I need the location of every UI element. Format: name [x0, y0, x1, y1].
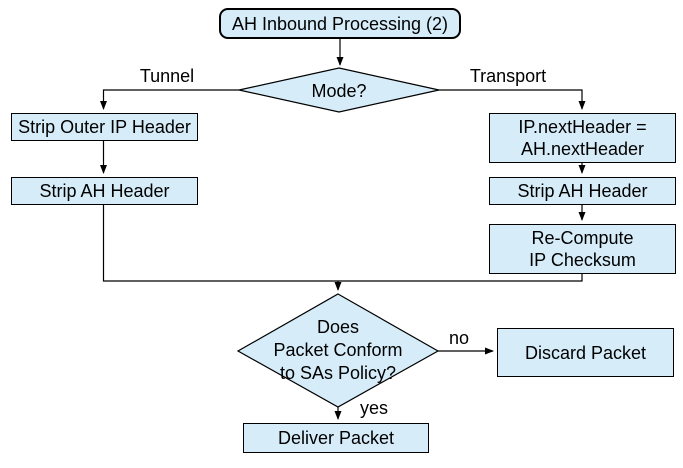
node-recompute-checksum: Re-Compute IP Checksum: [489, 224, 676, 274]
edge-mode-to-strip-outer-ip: [100, 89, 239, 110]
mode-decision-diamond: [238, 67, 440, 113]
node-strip-ah-header-tunnel: Strip AH Header: [11, 177, 198, 205]
edge-label-no: no: [449, 328, 470, 348]
node-ip-next-header: IP.nextHeader = AH.nextHeader: [489, 113, 676, 163]
edge-label-yes: yes: [360, 398, 389, 418]
edge-mode-to-set-next-header: [439, 89, 586, 110]
edge-transport-merge: [338, 274, 583, 282]
node-strip-ah-header-transport: Strip AH Header: [489, 177, 676, 205]
edge-tunnel-merge: [102, 205, 338, 282]
mode-decision-label: Mode?: [311, 81, 367, 101]
node-discard-packet: Discard Packet: [497, 328, 674, 377]
edge-label-transport: Transport: [469, 66, 547, 86]
node-strip-outer-ip-header: Strip Outer IP Header: [11, 113, 198, 141]
policy-decision-label: Does Packet Conform to SAs Policy?: [273, 317, 403, 383]
edge-label-tunnel: Tunnel: [139, 66, 195, 86]
node-deliver-packet: Deliver Packet: [243, 423, 429, 453]
node-start: AH Inbound Processing (2): [219, 8, 461, 39]
